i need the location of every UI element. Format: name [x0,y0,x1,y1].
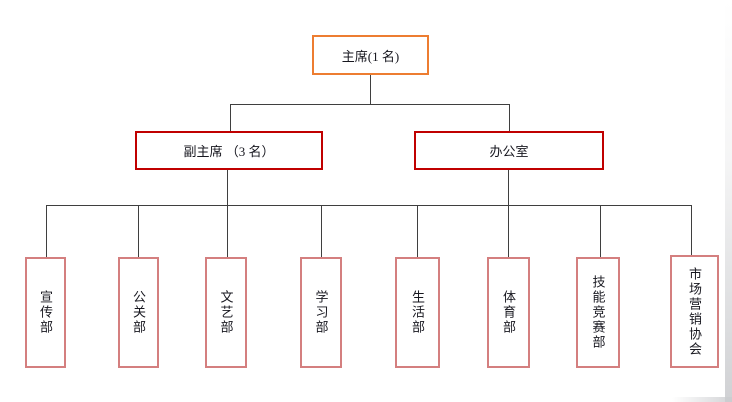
connector-dept-drop-4 [321,205,322,257]
org-node-dept-sports[interactable]: 体育部 [487,257,530,368]
org-node-dept-arts[interactable]: 文艺部 [205,257,247,368]
org-node-dept-study[interactable]: 学习部 [300,257,342,368]
connector-level3-horizontal [46,205,692,206]
org-node-dept-marketing-association[interactable]: 市场营销协会 [670,255,719,368]
org-node-vice-chairman-label: 副主席 （3 名） [183,144,275,159]
connector-dept-drop-5 [417,205,418,257]
org-node-dept-public-relations[interactable]: 公关部 [118,257,159,368]
connector-dept-drop-2 [138,205,139,257]
org-node-chairman[interactable]: 主席(1 名) [312,35,429,75]
dept-label: 市场营销协会 [687,266,702,357]
connector-root-drop [370,75,371,104]
dept-label: 学习部 [313,290,329,335]
org-node-chairman-label: 主席(1 名) [341,48,400,64]
connector-dept-drop-3 [227,205,228,257]
connector-level2-horizontal [230,104,510,105]
page-edge-shadow-bottom [672,397,732,402]
connector-dept-drop-1 [46,205,47,257]
connector-office-riser [509,104,510,132]
dept-label: 技能竞赛部 [590,275,606,350]
org-node-vice-chairman[interactable]: 副主席 （3 名） [135,131,323,170]
page-edge-shadow-right [725,0,732,402]
connector-vice-riser [230,104,231,132]
org-node-office-label: 办公室 [489,144,529,159]
connector-office-drop [508,170,509,205]
connector-dept-drop-6 [508,205,509,257]
connector-dept-drop-8 [691,205,692,257]
org-node-office[interactable]: 办公室 [414,131,604,170]
dept-label: 生活部 [410,290,425,335]
org-node-dept-life[interactable]: 生活部 [395,257,440,368]
dept-label: 体育部 [501,290,516,335]
dept-label: 宣传部 [38,290,53,335]
dept-label: 公关部 [131,290,146,335]
org-node-dept-publicity[interactable]: 宣传部 [25,257,66,368]
connector-vice-drop [227,170,228,205]
dept-label: 文艺部 [218,290,234,335]
connector-dept-drop-7 [600,205,601,257]
org-node-dept-skills-competition[interactable]: 技能竞赛部 [576,257,620,368]
